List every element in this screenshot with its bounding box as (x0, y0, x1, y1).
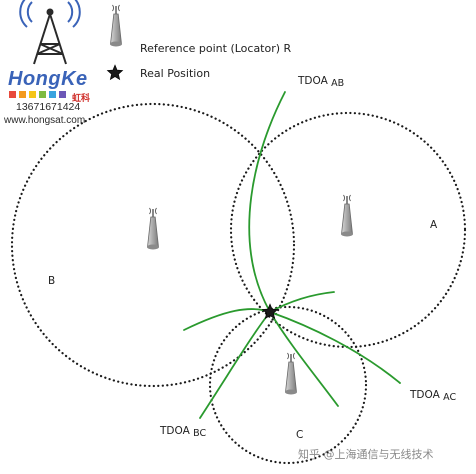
real-position-star-icon (261, 303, 279, 320)
logo-color-square (39, 91, 46, 98)
circle-b (10, 102, 296, 388)
logo-color-square (19, 91, 26, 98)
tower-a-icon (341, 194, 353, 237)
logo-color-bar (9, 91, 66, 98)
tdoa-ab-label: TDOA AB (298, 75, 344, 89)
tdoa-ac-prefix: TDOA (410, 389, 440, 401)
legend-star-icon (106, 64, 124, 81)
tower-c-icon (285, 352, 297, 395)
circle-c-label: C (296, 429, 304, 441)
watermark: 知乎 @上海通信与无线技术 (298, 448, 434, 461)
logo-color-square (9, 91, 16, 98)
logo-color-square (59, 91, 66, 98)
tdoa-ac-curve (183, 308, 401, 384)
logo-tower-icon (19, 0, 81, 65)
logo-brand: HongKe (8, 68, 88, 90)
tdoa-bc-prefix: TDOA (160, 425, 190, 437)
tdoa-ab-subscript: AB (331, 78, 345, 89)
logo-phone: 13671671424 (16, 101, 81, 113)
circle-c (208, 305, 368, 465)
tdoa-ac-label: TDOA AC (410, 389, 456, 403)
legend-real-position-label: Real Position (140, 67, 211, 80)
legend-tower-icon (110, 4, 122, 47)
logo-color-square (29, 91, 36, 98)
logo-color-square (49, 91, 56, 98)
tdoa-ac-subscript: AC (443, 392, 457, 403)
circle-a-label: A (430, 219, 438, 231)
logo-url: www.hongsat.com (4, 115, 86, 126)
circle-b-label: B (48, 275, 56, 287)
tdoa-ab-curve (248, 91, 339, 407)
tdoa-bc-label: TDOA BC (160, 425, 206, 439)
legend-reference-label: Reference point (Locator) R (140, 42, 292, 55)
tdoa-bc-subscript: BC (193, 428, 207, 439)
logo-chinese: 虹科 (72, 94, 91, 104)
tdoa-ab-prefix: TDOA (298, 75, 328, 87)
tower-b-icon (147, 207, 159, 250)
